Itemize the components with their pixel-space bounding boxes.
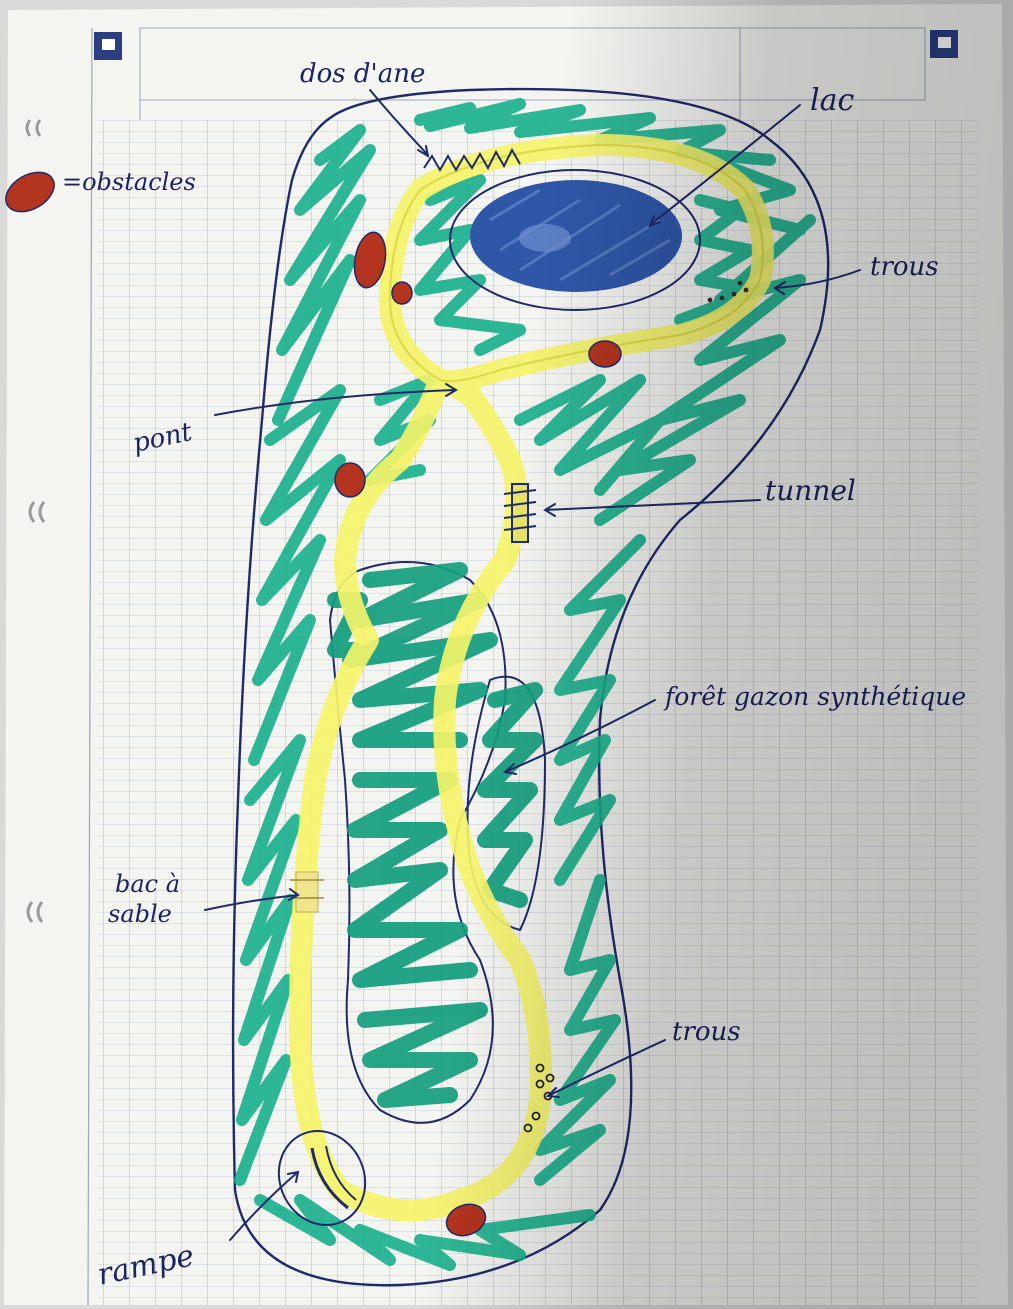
corner-mark-right: [930, 30, 958, 58]
label-dos-d-ane: dos d'ane: [300, 59, 425, 89]
label-lac: lac: [810, 83, 854, 118]
label-foret: forêt gazon synthétique: [663, 682, 966, 711]
label-trous-top: trous: [870, 252, 939, 282]
legend-obstacles-label: =obstacles: [62, 168, 196, 196]
label-tunnel: tunnel: [765, 474, 856, 507]
label-trous-bottom: trous: [672, 1017, 741, 1047]
label-bac-a: bac à: [115, 870, 180, 898]
corner-mark-left: [94, 32, 122, 60]
label-sable: sable: [108, 900, 172, 928]
lake: [450, 170, 700, 310]
